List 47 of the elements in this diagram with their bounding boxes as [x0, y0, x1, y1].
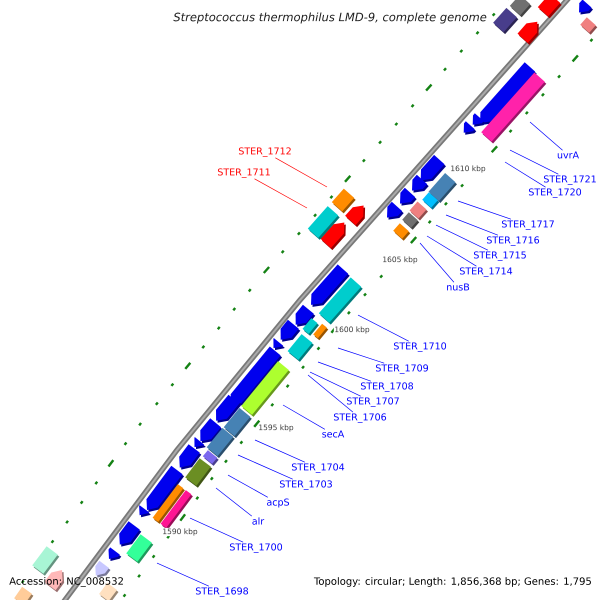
- leader-line: [338, 348, 385, 364]
- leader-line: [458, 200, 512, 220]
- leader-line: [318, 362, 372, 382]
- gene-label: STER_1698: [196, 587, 248, 597]
- leader-line: [238, 454, 294, 480]
- gene-label: secA: [322, 430, 344, 438]
- gene-label: STER_1707: [346, 397, 399, 407]
- leader-line: [190, 518, 244, 542]
- leader-line: [426, 236, 477, 267]
- leader-line: [308, 374, 354, 413]
- gene-label: STER_1712: [238, 147, 291, 157]
- leader-line: [446, 214, 498, 236]
- leader-line: [228, 474, 268, 498]
- leader-line: [420, 242, 454, 283]
- gene-label: STER_1700: [230, 543, 282, 553]
- accession-text: Accession: NC_008532: [9, 577, 123, 587]
- gene-label: uvrA: [558, 151, 579, 159]
- gene-label: STER_1703: [280, 480, 332, 490]
- gene-label: alr: [252, 517, 264, 525]
- gene-label: STER_1715: [474, 251, 526, 261]
- gene-label: STER_1717: [502, 220, 554, 230]
- leader-line: [310, 372, 362, 397]
- gene-label: STER_1721: [544, 175, 596, 185]
- leader-line: [358, 314, 410, 342]
- gene-label: STER_1708: [360, 382, 414, 392]
- leader-line: [156, 562, 210, 586]
- gene-label: STER_1716: [486, 236, 540, 246]
- gene-label: STER_1714: [460, 267, 512, 277]
- leader-line: [216, 488, 252, 516]
- leader-line: [436, 224, 488, 250]
- title: Streptococcus thermophilus LMD-9, complete genome: [173, 12, 486, 24]
- leader-line: [275, 158, 328, 188]
- gene-label: acpS: [267, 498, 290, 508]
- gene-label: STER_1704: [292, 463, 344, 473]
- genome-info-text: Topology: circular; Length: 1,856,368 bp; Genes: 1,795: [314, 577, 591, 587]
- gene-label: STER_1710: [394, 342, 446, 352]
- leader-line: [254, 440, 306, 463]
- leader-line: [530, 122, 563, 151]
- leader-line: [282, 404, 326, 430]
- leader-line: [504, 162, 546, 188]
- gene-label: STER_1720: [528, 188, 582, 198]
- leader-line: [510, 150, 559, 174]
- gene-label: STER_1706: [334, 413, 386, 423]
- gene-label: STER_1711: [218, 168, 270, 178]
- gene-label: STER_1709: [376, 364, 428, 374]
- gene-label: nusB: [447, 283, 470, 291]
- leader-line: [254, 178, 308, 208]
